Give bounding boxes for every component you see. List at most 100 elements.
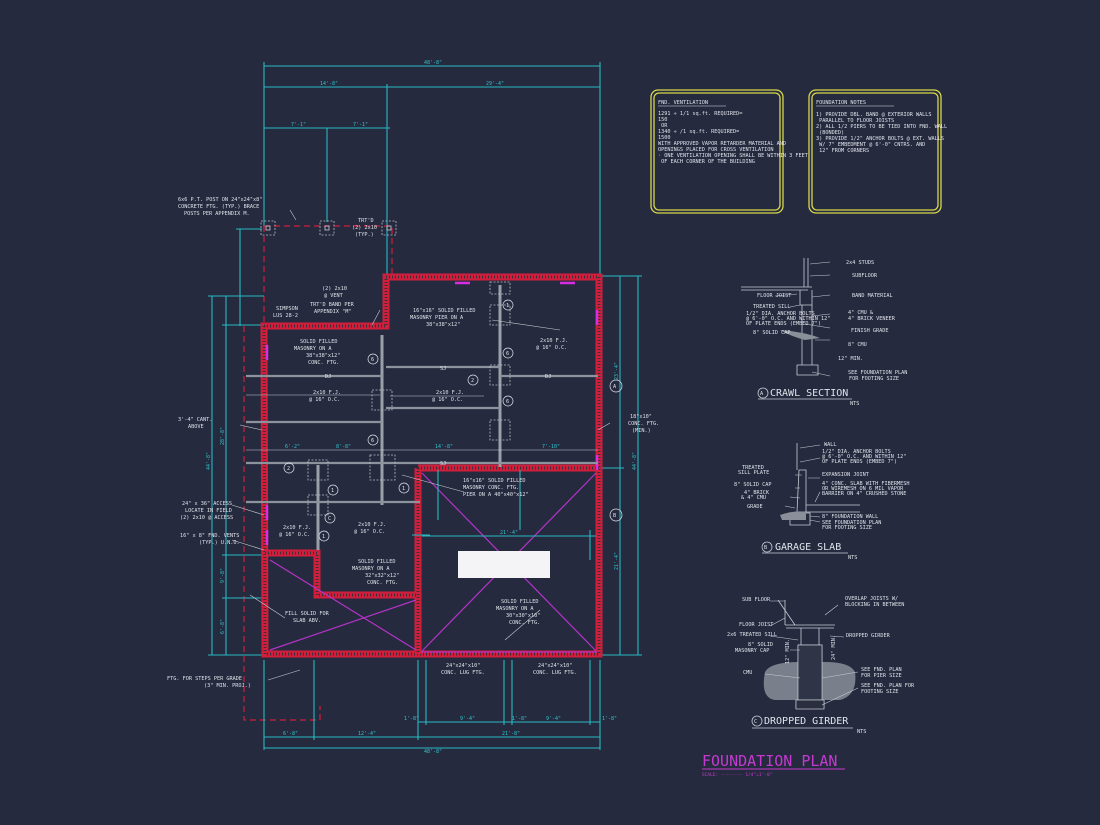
dim-left-1: 28'-8" (220, 427, 226, 445)
dim-bottom-total: 48'-8" (424, 749, 442, 755)
svg-text:6: 6 (371, 438, 374, 444)
label-sj: SJ (440, 366, 446, 372)
svg-text:1/2" DIA. ANCHOR BOLTS: 1/2" DIA. ANCHOR BOLTS (822, 449, 891, 455)
label-ftg18: 18"x10"CONC. FTG.(MIN.) (628, 414, 659, 434)
dim-post-2: 7'-1" (353, 122, 368, 128)
dim-span-1: 6'-2" (285, 444, 300, 450)
svg-text:8" SOLID CAP: 8" SOLID CAP (734, 482, 771, 488)
dim-left-3: 6'-8" (220, 619, 226, 634)
plan-scale: SCALE: -------- 1/4"=1'-0" (702, 772, 772, 778)
bottom-dimensions: 6'-8" 12'-4" 21'-8" 48'-8" 1'-8" 9'-4" 1… (263, 660, 617, 755)
foundation-notes-text: 1) PROVIDE DBL. BAND @ EXTERIOR WALLS PA… (816, 112, 947, 154)
slab-note-box (458, 551, 550, 578)
svg-text:SEE FOUNDATION PLAN: SEE FOUNDATION PLAN (822, 520, 881, 526)
svg-text:OR WIREMESH ON 6 MIL VAPOR: OR WIREMESH ON 6 MIL VAPOR (822, 486, 904, 492)
svg-text:GRADE: GRADE (747, 504, 763, 510)
svg-text:FLOOR JOIST: FLOOR JOIST (739, 622, 773, 628)
svg-text:OF PLATE ENDS (EMBED 7"): OF PLATE ENDS (EMBED 7") (822, 459, 897, 465)
svg-text:6: 6 (371, 357, 374, 363)
svg-text:B: B (764, 545, 767, 551)
svg-text:12" MIN.: 12" MIN. (838, 356, 863, 362)
svg-text:4" CMU &: 4" CMU & (848, 310, 874, 316)
svg-text:& 4" CMU: & 4" CMU (741, 495, 766, 501)
svg-text:DROPPED GIRDER: DROPPED GIRDER (846, 633, 891, 639)
dim-span-2: 8'-8" (336, 444, 351, 450)
framing (246, 281, 598, 550)
svg-text:MASONRY CAP: MASONRY CAP (735, 648, 769, 654)
svg-text:NTS: NTS (850, 401, 859, 407)
svg-text:4" BRICK: 4" BRICK (744, 490, 770, 496)
label-fj-4: 2x10 F.J.@ 16" O.C. (279, 525, 311, 538)
dim-bottom-1: 6'-8" (283, 731, 298, 737)
dim-left-2: 9'-8" (220, 568, 226, 583)
svg-text:2x4 STUDS: 2x4 STUDS (846, 260, 874, 266)
dim-right-total: 44'-8" (632, 452, 638, 470)
label-fj-5: 2x10 F.J.@ 16" O.C. (354, 522, 386, 535)
svg-text:BLOCKING IN BETWEEN: BLOCKING IN BETWEEN (845, 602, 904, 608)
grid-marks (283, 299, 623, 542)
svg-text:@ 6'-0" O.C. AND WITHIN 12": @ 6'-0" O.C. AND WITHIN 12" (822, 454, 906, 460)
svg-text:OVERLAP JOISTS W/: OVERLAP JOISTS W/ (845, 596, 898, 602)
svg-text:BAND MATERIAL: BAND MATERIAL (852, 293, 893, 299)
svg-text:6: 6 (506, 351, 509, 357)
svg-text:@ 6'-0" O.C. AND WITHIN 12": @ 6'-0" O.C. AND WITHIN 12" (746, 316, 830, 322)
svg-text:SEE FOUNDATION PLAN: SEE FOUNDATION PLAN (848, 370, 907, 376)
label-sj: SJ (440, 461, 446, 467)
dim-left-total: 44'-8" (206, 452, 212, 470)
label-lug-2: 24"x24"x10"CONC. LUG FTG. (533, 663, 577, 676)
dim-right-1: 23'-4" (614, 362, 620, 380)
dim-right-2: 21'-4" (614, 552, 620, 570)
dim-top-left: 14'-8" (320, 81, 338, 87)
label-cant: 3'-4" CANT.ABOVE (178, 417, 212, 430)
label-vent: (2) 2x10@ VENT (322, 286, 347, 299)
dim-bottom-sub-5: 1'-8" (602, 716, 617, 722)
svg-text:SEE FND. PLAN: SEE FND. PLAN (861, 667, 902, 673)
svg-text:FOR FOOTING SIZE: FOR FOOTING SIZE (822, 525, 872, 531)
svg-text:SUBFLOOR: SUBFLOOR (852, 273, 878, 279)
svg-text:4" BRICK VENEER: 4" BRICK VENEER (848, 316, 896, 322)
svg-text:WALL: WALL (824, 442, 837, 448)
label-trtd: TRT'D(2) 2x10(TYP.) (352, 218, 377, 238)
svg-text:FOR FOOTING SIZE: FOR FOOTING SIZE (849, 376, 899, 382)
dim-bottom-3: 21'-8" (502, 731, 520, 737)
section-a-title: CRAWL SECTION (770, 388, 848, 399)
svg-text:TREATED: TREATED (742, 465, 764, 471)
right-dimensions: 44'-8" 23'-4" 21'-4" (600, 275, 642, 656)
label-steps: FTG. FOR STEPS PER GRADE(3" MIN. PROJ.) (167, 676, 251, 689)
section-b-title: GARAGE SLAB (775, 542, 841, 553)
label-dj: DJ (325, 374, 331, 380)
svg-text:6: 6 (506, 399, 509, 405)
svg-text:TREATED SILL: TREATED SILL (753, 304, 790, 310)
cantilever-outline (243, 220, 397, 721)
svg-text:1: 1 (322, 534, 325, 540)
label-fj-2: 2x10 F.J.@ 16" O.C. (432, 390, 464, 403)
svg-text:CMU: CMU (743, 670, 752, 676)
svg-text:1/2" DIA. ANCHOR BOLTS: 1/2" DIA. ANCHOR BOLTS (746, 311, 815, 317)
svg-text:2: 2 (287, 466, 290, 472)
svg-text:2x6 TREATED SILL: 2x6 TREATED SILL (727, 632, 777, 638)
dim-bottom-sub-2: 9'-4" (460, 716, 475, 722)
top-dimensions: 48'-8" 14'-8" 29'-4" 7'-1" 7'-1" (263, 60, 601, 280)
foundation-notes-heading: FOUNDATION NOTES (816, 100, 866, 106)
dim-post-1: 7'-1" (291, 122, 306, 128)
label-fj-1: 2x10 F.J.@ 16" O.C. (309, 390, 341, 403)
foundation-notes: FOUNDATION NOTES 1) PROVIDE DBL. BAND @ … (808, 89, 947, 214)
svg-text:OF PLATE ENDS (EMBED 7"): OF PLATE ENDS (EMBED 7") (746, 321, 821, 327)
label-vents: 16" x 8" FND. VENTS(TYP.) U.N.O. (180, 533, 240, 546)
svg-text:FOOTING SIZE: FOOTING SIZE (861, 689, 898, 695)
plan-labels: 6x6 P.T. POST ON 24"x24"x8"CONCRETE FTG.… (167, 197, 659, 689)
svg-text:BARRIER ON 4" CRUSHED STONE: BARRIER ON 4" CRUSHED STONE (822, 491, 906, 497)
svg-text:12" MIN.: 12" MIN. (785, 639, 791, 664)
svg-text:FINISH GRADE: FINISH GRADE (851, 328, 888, 334)
